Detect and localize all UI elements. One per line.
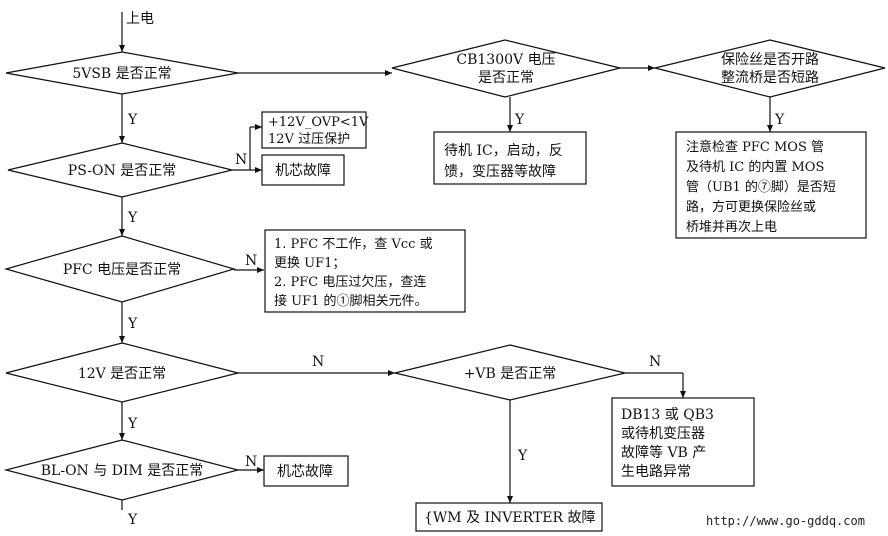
branch-labels: Y Y Y Y Y Y Y Y N N N N N: [127, 112, 785, 528]
svg-text:12V 是否正常: 12V 是否正常: [78, 366, 166, 382]
box-db13-fault: DB13 或 QB3 或待机变压器 故障等 VB 产 生电路异常: [611, 397, 755, 487]
watermark-url: http://www.go-gddq.com: [706, 514, 865, 528]
no-label: N: [245, 253, 257, 269]
no-label: N: [312, 354, 324, 370]
box-core-fault-1: 机芯故障: [261, 154, 345, 186]
svg-text:馈，变压器等故障: 馈，变压器等故障: [444, 163, 556, 180]
svg-text:桥堆并再次上电: 桥堆并再次上电: [686, 219, 777, 235]
yes-label: Y: [127, 512, 138, 528]
box-core-fault-2: 机芯故障: [263, 455, 349, 487]
svg-text:机芯故障: 机芯故障: [275, 163, 331, 179]
svg-text:路，方可更换保险丝或: 路，方可更换保险丝或: [686, 199, 816, 215]
decision-ps-on: PS-ON 是否正常: [7, 142, 233, 198]
connectors: [119, 12, 773, 510]
svg-text:12V 过压保护: 12V 过压保护: [268, 132, 350, 147]
yes-label: Y: [514, 112, 525, 128]
decision-cb1300v: CB1300V 电压 是否正常: [391, 39, 621, 98]
start-label: 上电: [126, 11, 154, 27]
yes-label: Y: [517, 448, 528, 464]
yes-label: Y: [774, 112, 785, 128]
svg-text:待机 IC，启动，反: 待机 IC，启动，反: [444, 143, 563, 159]
yes-label: Y: [127, 112, 138, 128]
decision-vb: +VB 是否正常: [394, 344, 626, 401]
no-label: N: [235, 152, 247, 168]
box-pfc-instructions: 1. PFC 不工作，查 Vcc 或 更换 UF1； 2. PFC 电压过欠压，…: [264, 229, 466, 313]
svg-text:DB13 或 QB3: DB13 或 QB3: [621, 407, 714, 423]
svg-text:接 UF1 的①脚相关元件。: 接 UF1 的①脚相关元件。: [274, 293, 428, 309]
svg-text:生电路异常: 生电路异常: [621, 464, 691, 480]
svg-text:+VB 是否正常: +VB 是否正常: [464, 366, 557, 382]
svg-text:是否正常: 是否正常: [478, 70, 534, 86]
svg-text:5VSB 是否正常: 5VSB 是否正常: [72, 66, 171, 82]
svg-text:保险丝是否开路: 保险丝是否开路: [721, 52, 819, 68]
svg-text:注意检查 PFC MOS 管: 注意检查 PFC MOS 管: [686, 139, 824, 155]
svg-text:{WM 及 INVERTER 故障: {WM 及 INVERTER 故障: [424, 510, 596, 526]
box-ovp: +12V_OVP<1V 12V 过压保护: [261, 111, 369, 149]
decision-pfc-voltage: PFC 电压是否正常: [3, 235, 237, 303]
no-label: N: [245, 454, 257, 470]
box-inverter-fault: {WM 及 INVERTER 故障: [415, 502, 603, 532]
decision-fuse-bridge: 保险丝是否开路 整流桥是否短路: [654, 39, 886, 98]
yes-label: Y: [127, 416, 138, 432]
svg-text:机芯故障: 机芯故障: [277, 464, 333, 480]
svg-text:整流桥是否短路: 整流桥是否短路: [721, 70, 819, 86]
decision-bl-on-dim: BL-ON 与 DIM 是否正常: [3, 439, 241, 501]
svg-text:2. PFC 电压过欠压，查连: 2. PFC 电压过欠压，查连: [274, 274, 426, 290]
yes-label: Y: [127, 210, 138, 226]
box-note: 注意检查 PFC MOS 管 及待机 IC 的内置 MOS 管（UB1 的⑦脚）…: [675, 131, 867, 239]
yes-label: Y: [127, 316, 138, 332]
box-standby-fault: 待机 IC，启动，反 馈，变压器等故障: [433, 131, 587, 185]
svg-text:管（UB1 的⑦脚）是否短: 管（UB1 的⑦脚）是否短: [686, 179, 836, 195]
svg-text:1. PFC 不工作，查 Vcc 或: 1. PFC 不工作，查 Vcc 或: [274, 237, 433, 252]
svg-text:更换 UF1；: 更换 UF1；: [274, 256, 345, 271]
svg-text:+12V_OVP<1V: +12V_OVP<1V: [268, 115, 369, 130]
svg-text:及待机 IC 的内置 MOS: 及待机 IC 的内置 MOS: [686, 159, 824, 175]
svg-text:CB1300V 电压: CB1300V 电压: [456, 52, 555, 68]
no-label: N: [649, 354, 661, 370]
svg-text:BL-ON 与 DIM 是否正常: BL-ON 与 DIM 是否正常: [41, 463, 203, 479]
svg-text:故障等 VB 产: 故障等 VB 产: [621, 444, 706, 461]
decision-5vsb: 5VSB 是否正常: [5, 51, 239, 95]
svg-text:或待机变压器: 或待机变压器: [621, 426, 705, 442]
decision-12v: 12V 是否正常: [5, 342, 239, 403]
svg-text:PS-ON 是否正常: PS-ON 是否正常: [68, 163, 176, 179]
svg-text:PFC 电压是否正常: PFC 电压是否正常: [63, 262, 181, 278]
